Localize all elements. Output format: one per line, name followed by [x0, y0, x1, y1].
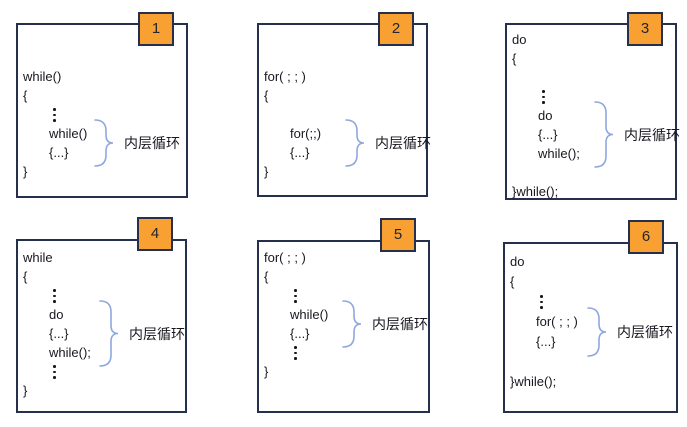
vertical-ellipsis-icon: [512, 87, 580, 106]
code-line: while(): [23, 69, 62, 84]
box-number-tab: 3: [627, 12, 663, 46]
blank-line: [510, 352, 578, 372]
inner-loop-brace-icon: [94, 119, 114, 167]
code-line: while(): [49, 126, 88, 141]
inner-loop-brace-icon: [99, 300, 119, 367]
vertical-ellipsis-icon: [264, 286, 328, 305]
code-line: while();: [49, 345, 91, 360]
inner-loop-brace-icon: [345, 119, 365, 167]
loop-box-5: 5 for( ; ; ) { while() {...}} 内层循环: [257, 218, 430, 413]
code-block: while() { while() {...}}: [23, 67, 87, 181]
vertical-ellipsis-icon: [510, 292, 578, 312]
vertical-ellipsis-icon: [540, 292, 578, 309]
code-line: }: [264, 364, 269, 379]
inner-loop-brace-icon: [594, 101, 614, 168]
blank-line: [512, 163, 580, 182]
code-line: for( ; ; ): [264, 69, 306, 84]
inner-loop-label: 内层循环: [624, 126, 680, 143]
loop-box-4: 4 while { do {...} while();} 内层循环: [16, 217, 187, 413]
code-line: for( ; ; ): [536, 314, 578, 329]
code-block: for( ; ; ) { while() {...}}: [264, 248, 328, 381]
inner-loop-label: 内层循环: [617, 324, 673, 340]
inner-loop-label: 内层循环: [124, 135, 180, 151]
code-line: {...}: [49, 326, 69, 341]
vertical-ellipsis-icon: [23, 362, 91, 381]
code-line: }while();: [512, 184, 559, 199]
vertical-ellipsis-icon: [23, 286, 91, 305]
code-line: {...}: [538, 127, 558, 142]
inner-loop-brace-icon: [587, 307, 607, 357]
vertical-ellipsis-icon: [23, 105, 87, 124]
loop-box-3: 3 do { do {...} while(); }while(); 内层循环: [505, 12, 680, 201]
code-line: }: [23, 164, 28, 179]
loop-box-6: 6 do { for( ; ; ) {...} }while(); 内层循环: [503, 220, 678, 413]
code-line: }: [264, 164, 269, 179]
code-block: do { for( ; ; ) {...} }while();: [510, 252, 578, 392]
code-line: {...}: [536, 334, 556, 349]
code-line: }while();: [510, 374, 557, 389]
code-line: {: [510, 274, 515, 289]
blank-line: [512, 68, 580, 87]
code-line: }: [23, 383, 28, 398]
code-line: {: [264, 88, 269, 103]
code-line: {...}: [290, 145, 310, 160]
inner-loop-label: 内层循环: [129, 325, 185, 342]
code-line: do: [49, 307, 64, 322]
code-block: do { do {...} while(); }while();: [512, 30, 580, 201]
code-block: while { do {...} while();}: [23, 248, 91, 400]
box-number-tab: 1: [138, 12, 174, 46]
code-line: while(): [290, 307, 329, 322]
code-line: while: [23, 250, 53, 265]
code-line: {: [23, 269, 28, 284]
box-number-tab: 2: [378, 12, 414, 46]
code-line: for(;;): [290, 126, 322, 141]
vertical-ellipsis-icon: [264, 343, 328, 362]
vertical-ellipsis-icon: [53, 105, 87, 122]
box-number-tab: 4: [137, 217, 173, 251]
code-line: {: [264, 269, 269, 284]
vertical-ellipsis-icon: [53, 362, 91, 379]
code-line: do: [538, 108, 553, 123]
code-line: {: [23, 88, 28, 103]
inner-loop-label: 内层循环: [375, 135, 431, 151]
code-line: do: [510, 254, 525, 269]
code-block: for( ; ; ) { for(;;) {...}}: [264, 67, 321, 181]
code-line: while();: [538, 146, 580, 161]
vertical-ellipsis-icon: [294, 286, 328, 303]
code-line: do: [512, 32, 527, 47]
box-number-tab: 5: [380, 218, 416, 252]
inner-loop-label: 内层循环: [372, 316, 428, 332]
code-line: for( ; ; ): [264, 250, 306, 265]
vertical-ellipsis-icon: [542, 87, 580, 104]
blank-line: [264, 105, 321, 124]
loop-box-1: 1 while() { while() {...}} 内层循环: [16, 12, 188, 198]
box-number-tab: 6: [628, 220, 664, 254]
vertical-ellipsis-icon: [53, 286, 91, 303]
inner-loop-brace-icon: [342, 300, 362, 348]
code-line: {...}: [49, 145, 69, 160]
code-line: {...}: [290, 326, 310, 341]
vertical-ellipsis-icon: [294, 343, 328, 360]
code-line: {: [512, 51, 517, 66]
loop-box-2: 2 for( ; ; ) { for(;;) {...}} 内层循环: [257, 12, 431, 197]
